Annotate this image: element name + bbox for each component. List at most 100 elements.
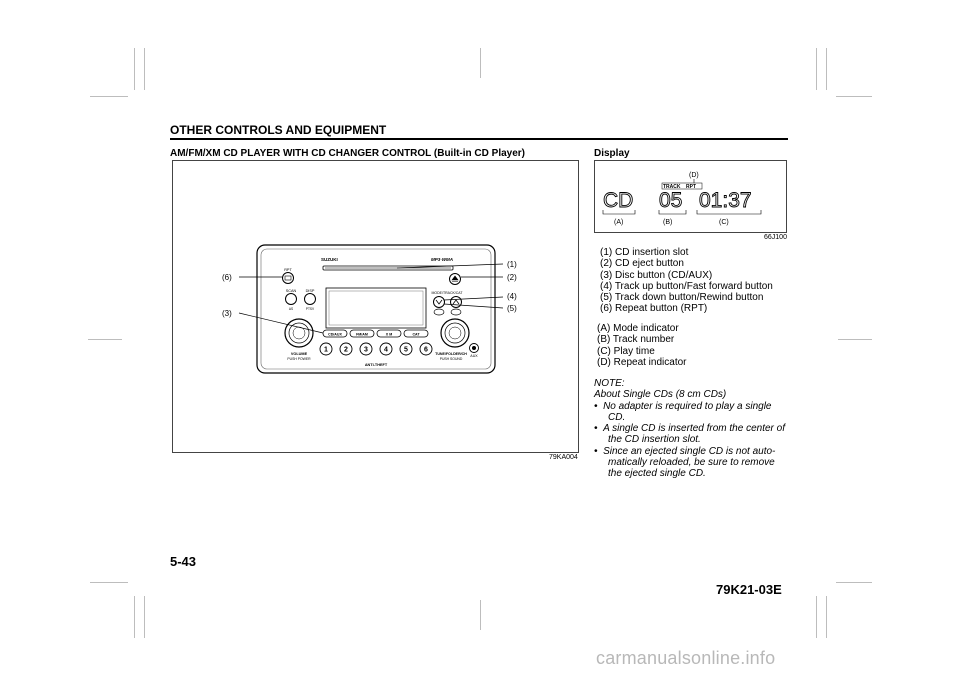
- crop-mark: [836, 582, 872, 583]
- crop-mark: [88, 339, 122, 340]
- disp-label: DISP: [306, 289, 315, 293]
- callout-line-5: [443, 303, 504, 309]
- crop-mark: [480, 600, 481, 630]
- crop-mark: [816, 48, 817, 90]
- document-id: 79K21-03E: [716, 582, 782, 597]
- callout-line-1: [396, 263, 504, 269]
- disp-sub-label: PTSV: [306, 307, 315, 311]
- scan-button: [285, 293, 297, 305]
- crop-mark: [90, 96, 128, 97]
- fm-am-button: [349, 329, 375, 338]
- cat-button: [403, 329, 429, 338]
- callout-2: (2): [507, 273, 517, 282]
- crop-mark: [826, 596, 827, 638]
- lcd-rpt-label: RPT: [686, 184, 696, 190]
- crop-mark: [144, 596, 145, 638]
- brand-mp3-label: MP3·WMA: [431, 257, 453, 262]
- fm-am-label: FM/AM: [356, 332, 368, 336]
- note-bullet: • No adapter is required to play a singl…: [594, 400, 772, 423]
- radio-figure-box: SUZUKI MP3·WMA RPT SCAN DISP AS PTSV MOD…: [172, 160, 579, 453]
- legend-item: (C) Play time: [597, 345, 655, 357]
- header-rule: [170, 138, 788, 140]
- preset-button-6: [419, 342, 433, 356]
- label-d: (D): [689, 172, 699, 179]
- crop-mark: [480, 48, 481, 78]
- xm-label: X M: [386, 332, 392, 336]
- figure-code-display: 66J100: [764, 234, 787, 241]
- preset-label-3: 3: [364, 347, 368, 354]
- watermark: carmanualsonline.info: [596, 648, 776, 668]
- crop-mark: [816, 596, 817, 638]
- page-number: 5-43: [170, 554, 197, 569]
- cd-aux-label: CD/AUX: [328, 332, 342, 336]
- rpt-label: RPT: [284, 268, 292, 272]
- figure-code-radio: 79KA004: [549, 454, 578, 461]
- preset-label-1: 1: [324, 347, 328, 354]
- track-up-button: [450, 296, 462, 308]
- legend-item: (B) Track number: [597, 334, 675, 346]
- lcd-track: 05: [659, 189, 682, 212]
- aux-label: AUX: [470, 354, 478, 358]
- sound-label: PUSH SOUND: [440, 357, 463, 361]
- volume-label: VOLUME: [291, 352, 308, 356]
- callout-1: (1): [507, 260, 517, 269]
- crop-mark: [134, 596, 135, 638]
- display-heading: Display: [594, 148, 630, 159]
- lcd-illustration: (D) TRACK RPT CD 05 01:37 (A) (B) (C): [603, 172, 762, 226]
- preset-button-4: [379, 342, 393, 356]
- legend-item: (3) Disc button (CD/AUX): [600, 269, 713, 281]
- callout-3: (3): [222, 309, 232, 318]
- preset-label-4: 4: [384, 347, 388, 354]
- radio-display-window: [325, 287, 427, 329]
- note-subtitle: About Single CDs (8 cm CDs): [594, 389, 727, 401]
- anti-theft-label: ANTI-THEFT: [365, 363, 388, 367]
- legend-letters: (A) Mode indicator (B) Track number (C) …: [597, 323, 686, 368]
- legend-item: (2) CD eject button: [600, 258, 684, 270]
- label-c: (C): [719, 219, 729, 226]
- preset-button-2: [339, 342, 353, 356]
- tune-label: TUNE/FOLDER/CH: [435, 352, 467, 356]
- radio-illustration: SUZUKI MP3·WMA RPT SCAN DISP AS PTSV MOD…: [222, 244, 517, 374]
- display-figure-box: (D) TRACK RPT CD 05 01:37 (A) (B) (C): [594, 160, 787, 233]
- crop-mark: [144, 48, 145, 90]
- callout-line-4: [443, 296, 504, 301]
- cd-aux-button: [322, 329, 348, 338]
- preset-label-6: 6: [424, 347, 428, 354]
- folder-down-button: [433, 308, 445, 316]
- lcd-time: 01:37: [699, 189, 752, 212]
- cat-label: CAT: [412, 332, 420, 336]
- disp-button: [304, 293, 316, 305]
- preset-button-1: [319, 342, 333, 356]
- lcd-mode: CD: [603, 189, 633, 212]
- label-b: (B): [663, 219, 672, 226]
- callout-4: (4): [507, 292, 517, 301]
- power-label: PUSH POWER: [287, 357, 311, 361]
- note-block: NOTE: About Single CDs (8 cm CDs) • No a…: [594, 378, 786, 480]
- callout-line-3: [238, 312, 324, 334]
- label-a: (A): [614, 219, 623, 226]
- preset-label-5: 5: [404, 347, 408, 354]
- note-title: NOTE:: [594, 378, 625, 389]
- legend-numbers: (1) CD insertion slot (2) CD eject butto…: [600, 247, 773, 315]
- scan-label: SCAN: [286, 289, 297, 293]
- preset-button-3: [359, 342, 373, 356]
- xm-button: [376, 329, 402, 338]
- note-bullet: • Since an ejected single CD is not auto…: [594, 445, 776, 480]
- callout-5: (5): [507, 304, 517, 313]
- section-title: OTHER CONTROLS AND EQUIPMENT: [170, 123, 387, 137]
- callout-6: (6): [222, 273, 232, 282]
- legend-item: (4) Track up button/Fast forward button: [600, 280, 773, 292]
- legend-item: (D) Repeat indicator: [597, 356, 687, 368]
- folder-up-button: [450, 308, 462, 316]
- crop-mark: [826, 48, 827, 90]
- legend-item: (5) Track down button/Rewind button: [600, 292, 764, 304]
- track-down-button: [433, 296, 445, 308]
- mode-track-cat-label: MODE/TRACK/CAT: [431, 291, 463, 295]
- crop-mark: [90, 582, 128, 583]
- preset-label-2: 2: [344, 347, 348, 354]
- repeat-button: [282, 272, 294, 284]
- crop-mark: [838, 339, 872, 340]
- brand-label: SUZUKI: [321, 257, 338, 262]
- lcd-track-label: TRACK: [663, 184, 681, 190]
- crop-mark: [836, 96, 872, 97]
